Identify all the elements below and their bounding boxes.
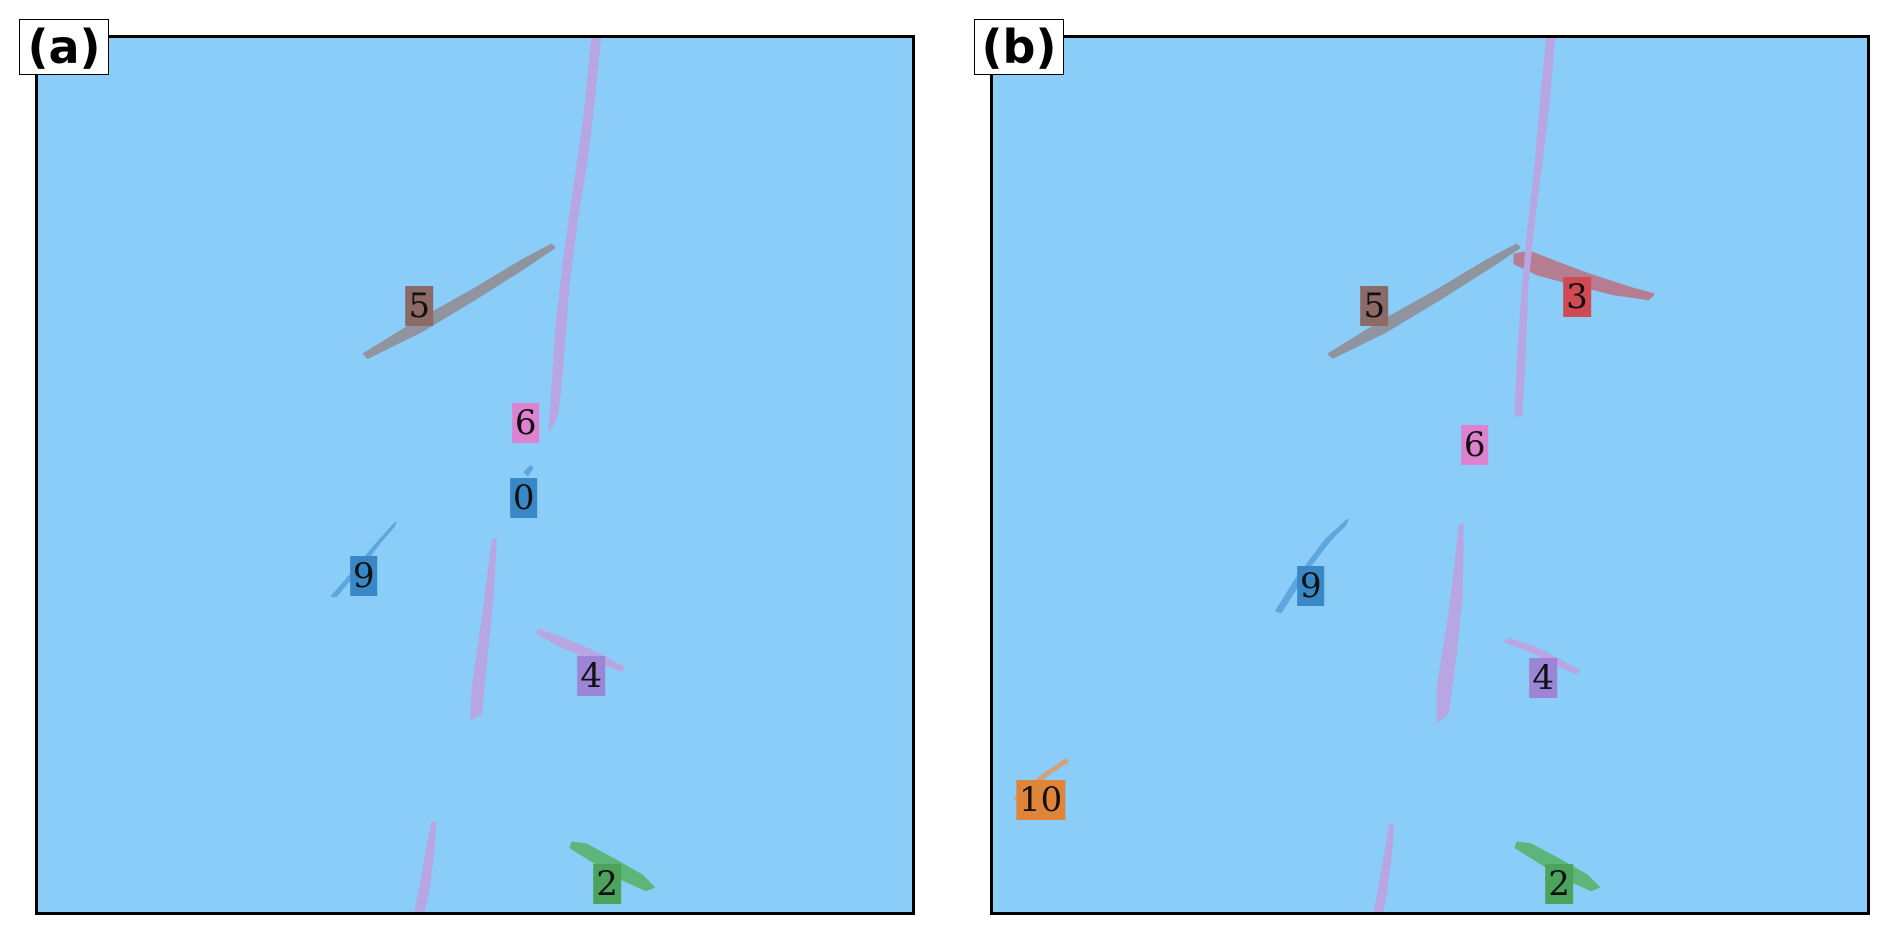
- segment-label-5: 5: [1360, 286, 1389, 327]
- segment-9: [1275, 518, 1349, 614]
- segment-canvas: [330, 38, 655, 912]
- segment-4: [1504, 637, 1580, 675]
- panel-b-letter: (b): [974, 19, 1064, 75]
- segment-label-9: 9: [349, 556, 378, 597]
- segment-6c: [414, 821, 437, 912]
- segment-label-5: 5: [405, 286, 434, 327]
- segment-5: [362, 243, 556, 359]
- panel-a-letter: (a): [19, 19, 109, 75]
- segment-label-2: 2: [1545, 864, 1573, 905]
- segment-0: [523, 465, 534, 476]
- segment-label-9: 9: [1296, 566, 1325, 607]
- segment-label-4: 4: [577, 655, 606, 696]
- segment-canvas: [1013, 38, 1655, 912]
- segment-6c: [1373, 823, 1395, 912]
- segment-label-6: 6: [1460, 425, 1489, 466]
- segment-label-10: 10: [1016, 779, 1066, 820]
- segment-3: [1513, 250, 1655, 301]
- segment-label-4: 4: [1529, 657, 1558, 698]
- segment-label-0: 0: [509, 477, 538, 518]
- segment-5: [1327, 243, 1521, 359]
- panel-b: 5 3 6 9 4 10 2: [990, 35, 1870, 915]
- segment-6: [1514, 38, 1556, 417]
- segment-label-2: 2: [593, 864, 621, 905]
- segment-6b: [1436, 523, 1464, 723]
- segment-6b: [470, 538, 497, 721]
- segment-label-6: 6: [511, 403, 540, 444]
- panel-a: 5 6 0 9 4 2: [35, 35, 915, 915]
- segment-label-3: 3: [1563, 277, 1591, 318]
- segment-6: [548, 38, 602, 432]
